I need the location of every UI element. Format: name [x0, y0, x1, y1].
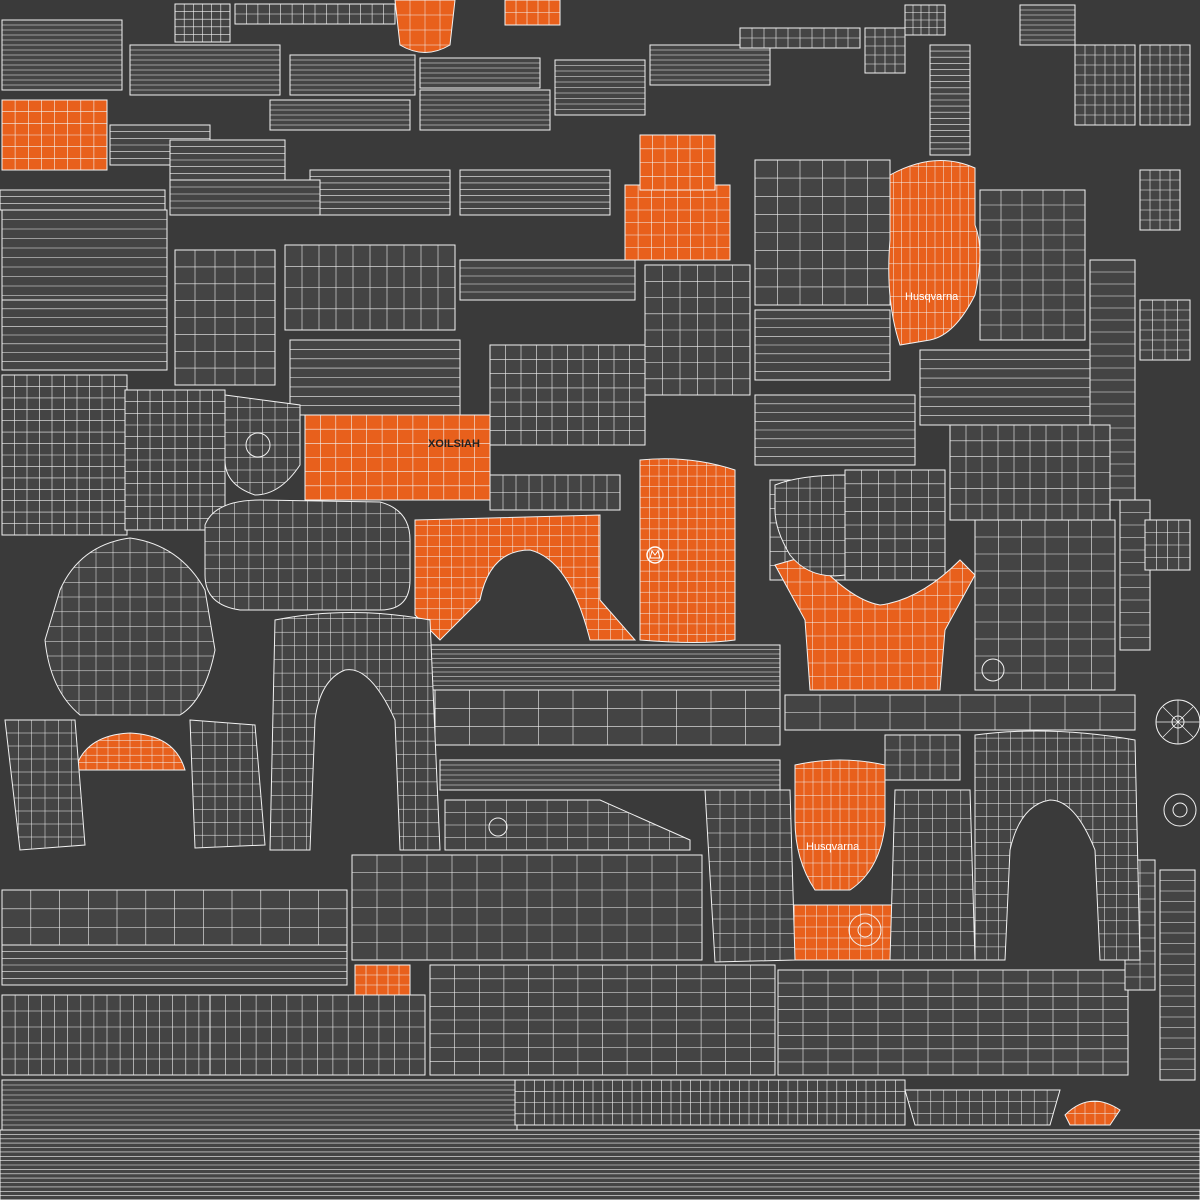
- strip-island: [1, 209, 168, 306]
- wire-grid-island: [174, 3, 231, 43]
- orange-decal-islands: [1, 0, 1121, 1126]
- wire-grid-island: [1, 994, 213, 1076]
- wire-grid-island: [974, 519, 1116, 691]
- wire-grid-island: [429, 964, 776, 1076]
- orange-decal-panel: [504, 0, 561, 26]
- bracket-island: [224, 394, 301, 496]
- wire-grid-island: [864, 27, 906, 74]
- wire-grid-island: [174, 249, 276, 386]
- wire-grid-island: [351, 854, 703, 961]
- wire-grid-island: [904, 4, 946, 36]
- wire-grid-island: [234, 3, 396, 25]
- side-shell-island: [189, 719, 266, 849]
- wire-grid-island: [489, 474, 621, 511]
- strip-island: [269, 99, 411, 131]
- wire-grid-island: [844, 469, 946, 581]
- wedge-island: [444, 799, 691, 851]
- wire-grid-island: [784, 694, 1136, 731]
- wire-grid-island: [124, 389, 226, 531]
- strip-island: [1159, 869, 1196, 1081]
- wire-grid-island: [1074, 44, 1136, 126]
- strip-island: [649, 44, 771, 86]
- strip-island: [554, 59, 646, 116]
- husqvarna-crown-icon: [646, 546, 664, 564]
- orange-engine-cover: [888, 159, 981, 346]
- strip-island: [1019, 4, 1076, 46]
- orange-decal-panel: [354, 964, 411, 996]
- wire-grid-island: [754, 159, 891, 306]
- strip-island: [459, 259, 636, 301]
- wire-grid-island: [514, 1079, 906, 1126]
- orange-wedge-decal: [1064, 1100, 1121, 1126]
- strip-island: [1, 299, 168, 371]
- strip-island: [459, 169, 611, 216]
- side-shell-island: [704, 789, 796, 963]
- strip-island: [289, 54, 416, 96]
- orange-decal-panel: [639, 134, 716, 191]
- strip-island: [1, 1079, 518, 1131]
- orange-corner-decal: [394, 0, 456, 53]
- wire-grid-island: [1139, 299, 1191, 361]
- strip-island: [929, 44, 971, 156]
- orange-decal-panel: [304, 414, 491, 501]
- wire-grid-island: [739, 27, 861, 49]
- wedge-island: [904, 1089, 1061, 1126]
- strip-island: [419, 89, 551, 131]
- strip-island: [1, 19, 123, 91]
- side-shell-island: [889, 789, 976, 961]
- wire-grid-island: [489, 344, 646, 446]
- strip-island: [419, 57, 541, 89]
- orange-decal-panel: [1, 99, 108, 171]
- strip-island: [289, 339, 461, 416]
- strip-island: [129, 44, 281, 96]
- wire-grid-island: [284, 244, 456, 331]
- wire-grid-island: [1, 374, 128, 536]
- fan-wheel-icon: [1155, 699, 1200, 745]
- strip-island: [169, 179, 321, 216]
- side-shell-island: [4, 719, 86, 851]
- wire-grid-island: [644, 264, 751, 396]
- strip-island: [0, 189, 166, 211]
- wire-grid-island: [1139, 44, 1191, 126]
- strip-island: [169, 139, 286, 181]
- seat-back-island: [44, 537, 216, 716]
- strip-island: [439, 759, 781, 791]
- orange-dome-decal: [74, 732, 186, 771]
- wire-grid-island: [1139, 169, 1181, 231]
- wire-grid-islands: [0, 3, 1200, 1200]
- strip-island: [429, 644, 781, 691]
- wire-grid-island: [209, 994, 426, 1076]
- curved-mesh-islands: [4, 394, 1141, 1126]
- mirrored-label: XOILSIAH: [428, 438, 480, 450]
- wire-grid-island: [434, 689, 781, 746]
- bracket-island: [774, 474, 846, 577]
- strip-island: [1, 944, 348, 986]
- gear-icon: [245, 432, 1197, 947]
- orange-chassis-panel: [639, 458, 736, 643]
- wire-grid-island: [1144, 519, 1191, 571]
- strip-island: [0, 1129, 1200, 1200]
- strip-island: [754, 394, 916, 466]
- wire-grid-island: [884, 734, 961, 781]
- brand-label-2: Husqvarna: [806, 841, 860, 853]
- wire-grid-island: [979, 189, 1086, 341]
- seat-cushion-island: [204, 499, 411, 611]
- orange-engine-cover: [794, 759, 886, 891]
- strip-island: [754, 309, 891, 381]
- strip-island: [919, 349, 1096, 426]
- wire-grid-island: [949, 424, 1111, 521]
- orange-decal-panel: [624, 184, 731, 261]
- strip-island: [309, 169, 451, 216]
- wire-grid-island: [777, 969, 1129, 1076]
- brand-label-1: Husqvarna: [905, 291, 959, 303]
